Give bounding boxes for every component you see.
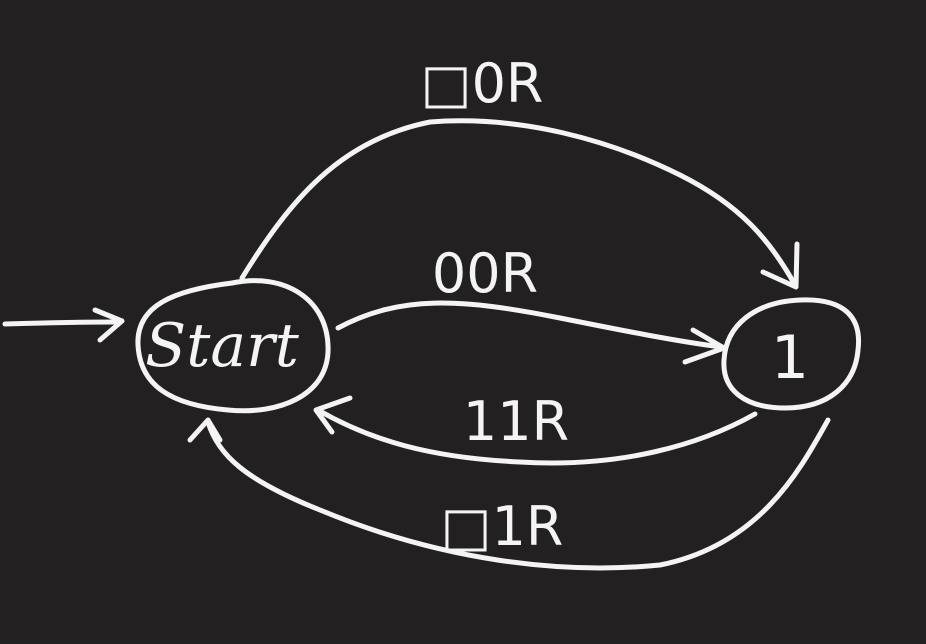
state-one[interactable]: 1 xyxy=(721,297,862,411)
state-one-label: 1 xyxy=(771,323,809,393)
transition-blank-1-r-label: □1R xyxy=(441,495,564,558)
state-start-label: Start xyxy=(145,311,300,381)
transition-0-0-r: 00R xyxy=(335,242,727,365)
state-start[interactable]: Start xyxy=(135,278,331,414)
transition-blank-0-r: □0R xyxy=(239,52,800,290)
transition-blank-1-r: □1R xyxy=(187,417,831,571)
transition-blank-0-r-label: □0R xyxy=(421,52,544,115)
initial-arrow xyxy=(2,307,125,343)
transition-1-1-r-label: 11R xyxy=(463,390,569,453)
transition-1-1-r: 11R xyxy=(313,390,758,466)
transition-0-0-r-label: 00R xyxy=(432,242,538,305)
